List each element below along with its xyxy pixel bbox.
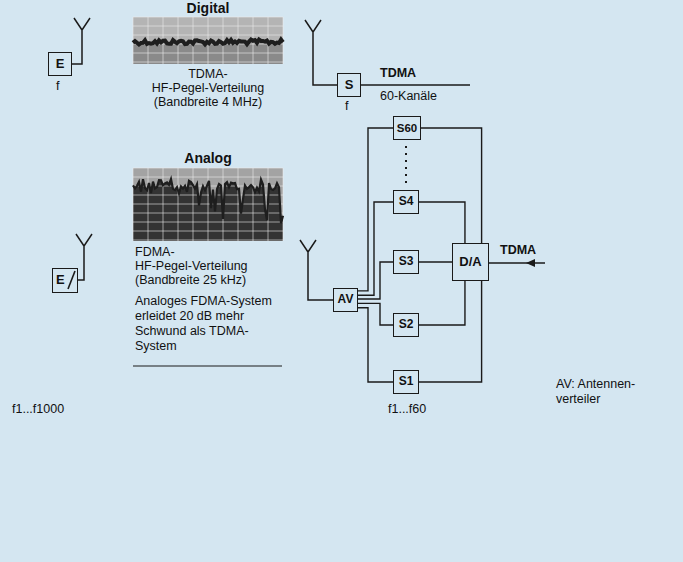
antenna-symbol: [76, 234, 92, 280]
transmitter-box: S1: [393, 370, 419, 394]
grid-line: [163, 168, 164, 241]
receiver-box: E: [52, 268, 78, 293]
screen-grid: [133, 168, 283, 241]
frequency-range: f1...f1000: [12, 402, 64, 417]
signal-trace: [133, 40, 283, 45]
receiver-box: E: [48, 52, 72, 76]
caption-line: HF-Pegel-Verteilung: [152, 81, 265, 96]
grid-line: [133, 26, 283, 27]
caption-line: TDMA-: [188, 67, 228, 82]
box-text: S: [345, 78, 354, 92]
transmitter-box: S2: [393, 313, 419, 337]
abbreviation-note: AV: Antennen-: [556, 377, 635, 392]
connector-line: [419, 202, 465, 243]
transmitter-box: S4: [393, 190, 419, 214]
box-text: D/A: [459, 255, 481, 269]
box-text: E: [56, 273, 65, 287]
connector-line: [358, 308, 393, 382]
grid-line: [133, 213, 283, 214]
caption-line: (Bandbreite 4 MHz): [154, 95, 262, 110]
grid-line: [133, 222, 283, 223]
connector-line: [419, 281, 465, 325]
grid-line: [133, 168, 283, 169]
grid-line: [133, 204, 283, 205]
screen-ground: [133, 17, 283, 64]
connector-line: [419, 261, 452, 262]
transmitter-box: S60: [393, 116, 421, 140]
note-line: erleidet 20 dB mehr: [135, 309, 244, 324]
box-text: E: [56, 57, 65, 71]
grid-line: [133, 240, 283, 241]
caption-line: HF-Pegel-Verteilung: [135, 259, 248, 274]
grid-line: [133, 231, 283, 232]
arrow-head: [526, 259, 535, 267]
continuation-dots: [405, 146, 407, 184]
connector-line: [421, 128, 482, 243]
connector-line: [358, 202, 393, 295]
note-line: Analoges FDMA-System: [135, 294, 272, 309]
grid-line: [133, 35, 283, 36]
transmitter-box: S: [337, 73, 361, 97]
frequency-range: f1...f60: [388, 402, 426, 417]
grid-line: [223, 17, 224, 64]
antenna-symbol: [300, 240, 333, 300]
note-line: System: [135, 339, 177, 354]
grid-line: [238, 168, 239, 241]
section-title: Analog: [184, 150, 231, 167]
box-text: S4: [399, 195, 414, 208]
box-text: S60: [397, 122, 417, 135]
connector-line: [358, 262, 393, 299]
connector-line: [358, 128, 393, 291]
box-text: S1: [399, 375, 414, 388]
input-line: [489, 262, 545, 264]
connector-line: [358, 303, 393, 325]
abbreviation-note: verteiler: [556, 392, 600, 407]
box-text: S3: [399, 255, 414, 268]
spectrum-analog: [133, 168, 283, 241]
section-title: Digital: [187, 0, 230, 17]
antenna-symbol: [305, 20, 337, 85]
frequency-label: f: [345, 99, 348, 114]
grid-line: [133, 17, 283, 18]
output-line: [361, 84, 470, 86]
antenna-symbol: [72, 18, 90, 64]
converter-box: D/A: [452, 243, 489, 281]
rule-line: [133, 366, 282, 367]
grid-line: [193, 168, 194, 241]
transmitter-box: S3: [393, 250, 419, 274]
grid-line: [133, 195, 283, 196]
tuning-mark: [68, 271, 75, 289]
grid-line: [133, 62, 283, 63]
signal-name: TDMA: [380, 66, 416, 81]
caption-line: FDMA-: [135, 245, 175, 260]
connector-line: [419, 281, 482, 382]
antenna-symbols: [72, 18, 337, 300]
grid-line: [283, 168, 284, 241]
grid-line: [208, 168, 209, 241]
grid-line: [148, 168, 149, 241]
splitter-box: AV: [333, 288, 358, 312]
box-text: AV: [338, 293, 354, 306]
signal-trace: [133, 179, 283, 223]
frequency-label: f: [56, 79, 59, 94]
signal-name: TDMA: [500, 243, 536, 258]
grid-line: [133, 168, 134, 241]
grid-line: [178, 168, 179, 241]
channel-note: 60-Kanäle: [380, 89, 437, 104]
grid-line: [253, 168, 254, 241]
grid-line: [148, 17, 149, 64]
caption-line: (Bandbreite 25 kHz): [135, 273, 246, 288]
spectrum-digital: [133, 17, 283, 64]
note-line: Schwund als TDMA-: [135, 324, 249, 339]
screen-grid: [133, 17, 283, 64]
screen-ground: [133, 168, 283, 241]
grid-line: [133, 53, 283, 54]
box-text: S2: [399, 318, 414, 331]
